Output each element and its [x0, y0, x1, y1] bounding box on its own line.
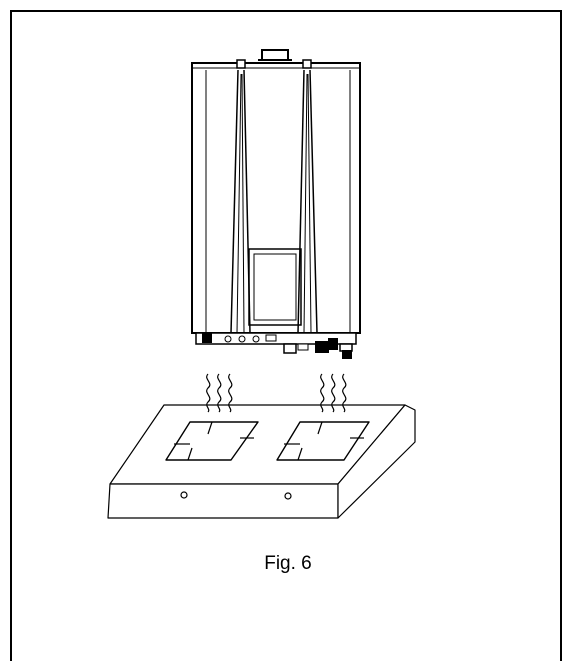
figure-caption: Fig. 6 [264, 553, 312, 574]
burner [165, 421, 259, 461]
pipe-fittings [283, 338, 353, 359]
heat-wisps [206, 373, 233, 413]
cooktop-side [337, 404, 416, 519]
heater-cabinet [191, 62, 361, 334]
cooktop-front [107, 483, 339, 519]
burner [276, 421, 370, 461]
control-knob [284, 492, 292, 500]
control-knob [180, 491, 188, 499]
display-window [248, 248, 302, 326]
heat-wisps [320, 373, 347, 413]
figure-frame [10, 10, 562, 661]
water-heater [191, 49, 361, 359]
exhaust-collar [261, 49, 289, 61]
cooktop [107, 373, 416, 519]
